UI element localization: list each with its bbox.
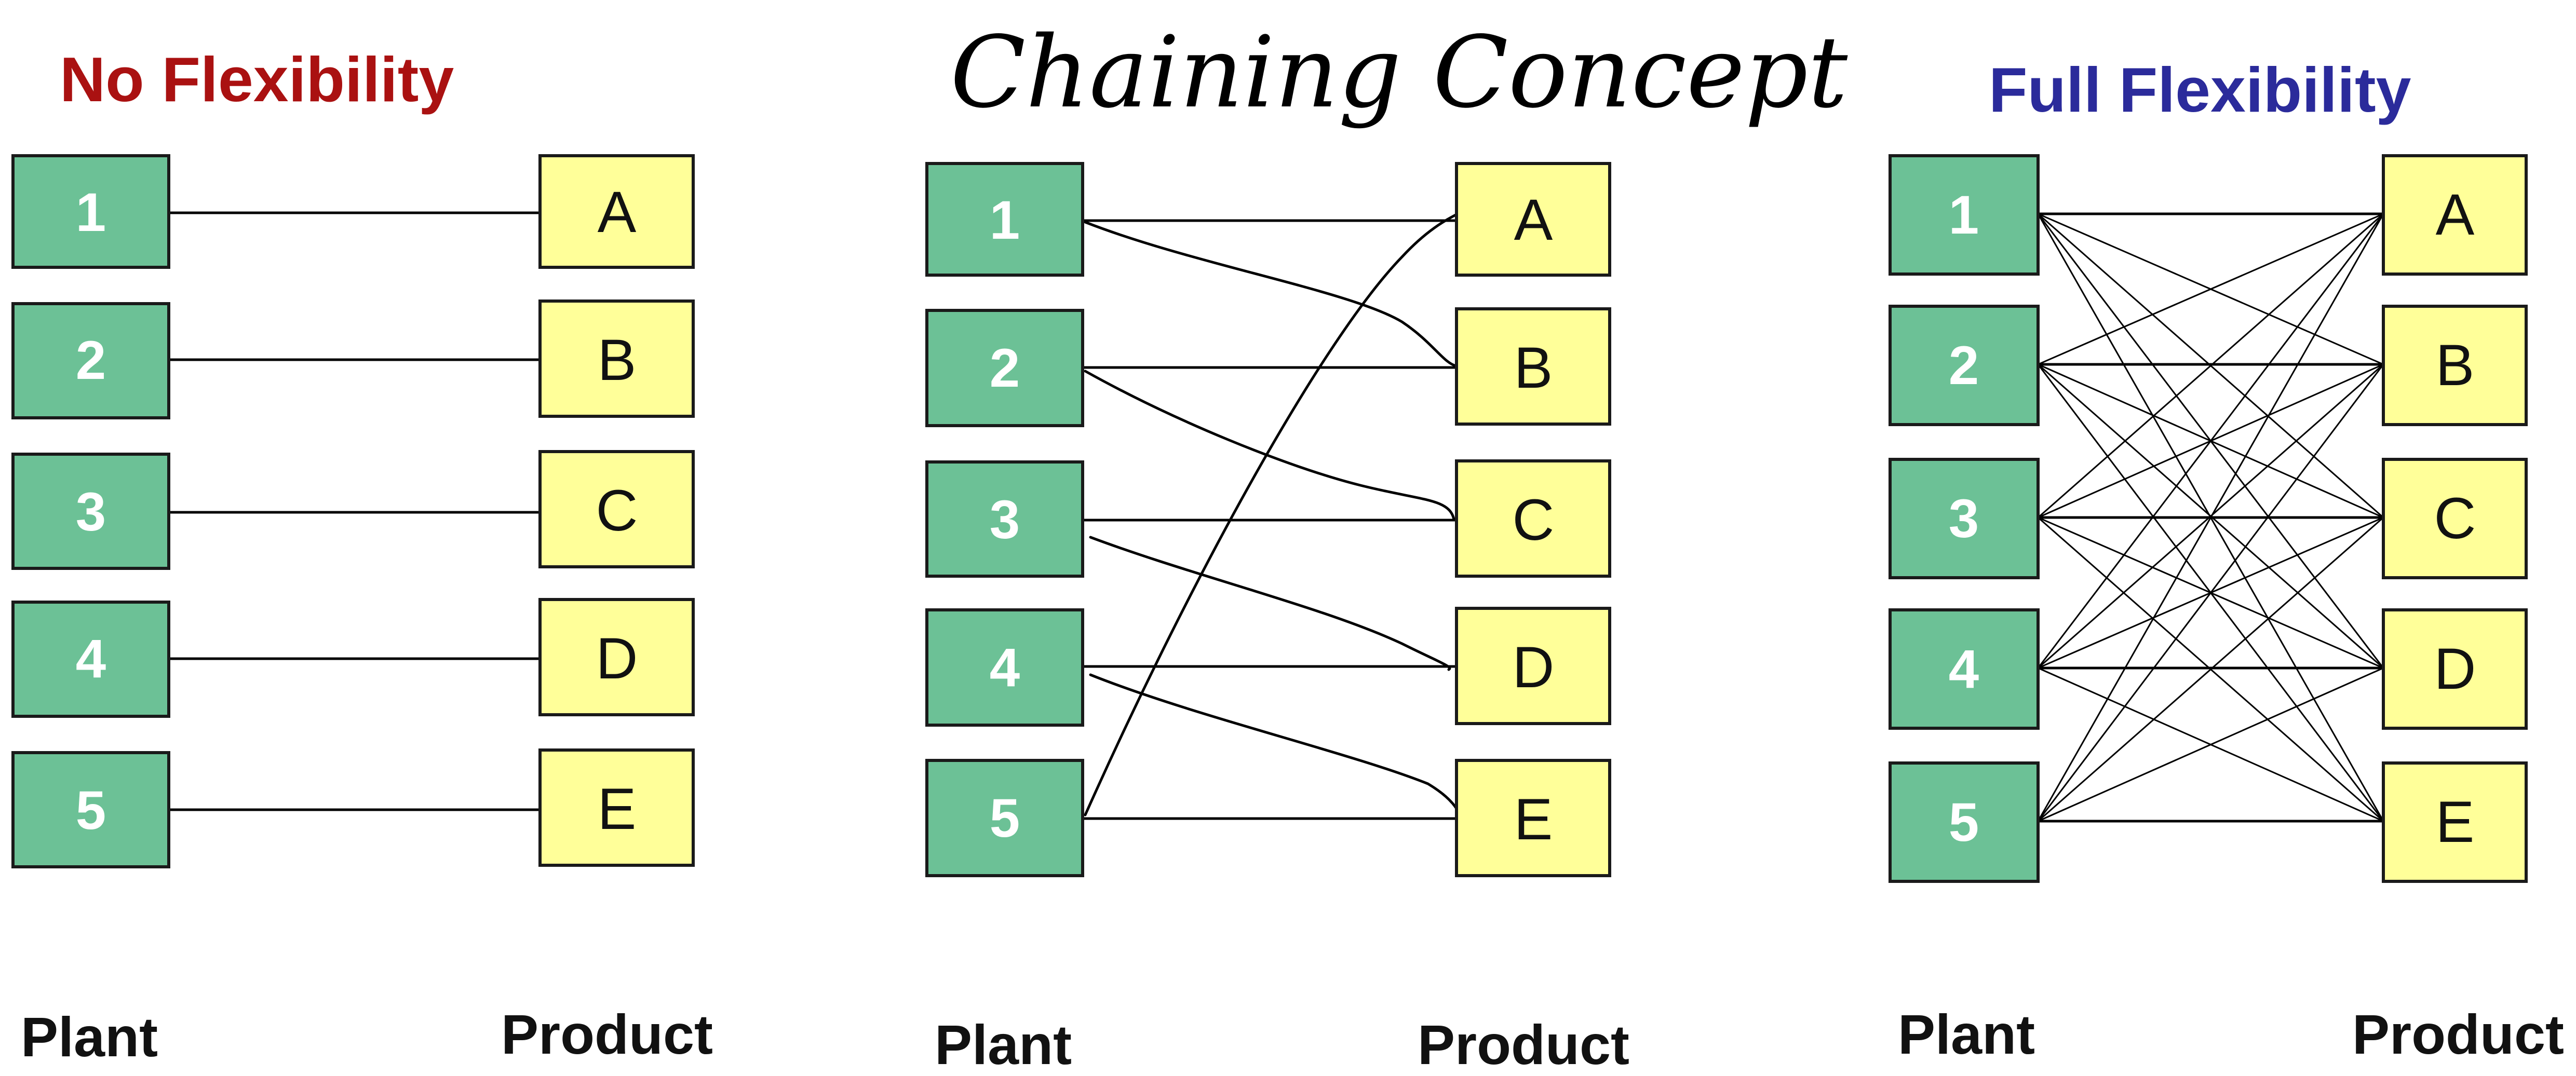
plant-column-label: Plant (1898, 1003, 2035, 1066)
product-E-label: E (2436, 789, 2475, 854)
plant-3-label: 3 (76, 482, 106, 542)
product-C-label: C (596, 478, 638, 543)
link-5-C (2038, 516, 2384, 822)
product-D: D (1455, 607, 1611, 725)
plant-5: 5 (1889, 761, 2040, 883)
panel-title-full-flexibility: Full Flexibility (1989, 55, 2411, 125)
product-A-label: A (1514, 187, 1553, 252)
plant-3: 3 (11, 453, 170, 570)
plant-3: 3 (1889, 458, 2040, 579)
product-B-label: B (1514, 335, 1553, 400)
product-D-label: D (2434, 636, 2476, 701)
panel-title-chaining-concept: Chaining Concept (950, 15, 1848, 130)
product-column-label: Product (501, 1003, 713, 1066)
product-C: C (538, 450, 695, 568)
plant-column-label: Plant (21, 1005, 158, 1068)
plant-5: 5 (11, 751, 170, 868)
plant-5-label: 5 (1949, 792, 1979, 853)
chain-link-5-A (1084, 211, 1461, 816)
product-E-label: E (598, 777, 637, 841)
product-E: E (538, 748, 695, 867)
product-A: A (1455, 162, 1611, 277)
plant-2: 2 (1889, 305, 2040, 426)
plant-1: 1 (1889, 154, 2040, 276)
plant-4-label: 4 (76, 629, 106, 689)
product-D-label: D (1513, 635, 1555, 700)
plant-2-label: 2 (76, 330, 106, 391)
links-chaining-straight (1083, 219, 1456, 820)
plant-2-label: 2 (990, 338, 1020, 399)
link-4-A (2037, 213, 2384, 669)
plant-1-label: 1 (76, 182, 106, 243)
plant-1-label: 1 (1949, 185, 1979, 246)
product-column-label: Product (1418, 1013, 1629, 1076)
chain-link-3-D (1089, 536, 1451, 671)
plant-4: 4 (11, 601, 170, 718)
product-D-label: D (596, 626, 638, 691)
product-C-label: C (1513, 487, 1555, 552)
plant-4: 4 (1889, 608, 2040, 730)
panel-full-flexibility: Full Flexibility 1 2 3 4 5 A B C D E Pla… (1889, 55, 2564, 1066)
product-B: B (2382, 305, 2528, 426)
plant-5-label: 5 (76, 780, 106, 841)
panel-chaining-concept: Chaining Concept 1 2 3 4 5 A B C D E Pla… (925, 15, 1848, 1076)
product-column-label: Product (2352, 1003, 2564, 1066)
links-chaining-handdrawn (1084, 211, 1461, 816)
product-E: E (1455, 759, 1611, 877)
link-5-D (2038, 667, 2384, 822)
links-no-flexibility (169, 211, 540, 811)
product-C: C (2382, 458, 2528, 579)
panel-title-no-flexibility: No Flexibility (60, 44, 454, 115)
links-full-flexibility (2037, 212, 2384, 823)
plant-5-label: 5 (990, 788, 1020, 849)
plant-column-label: Plant (935, 1013, 1072, 1076)
product-B-label: B (598, 328, 637, 392)
plant-5: 5 (925, 759, 1084, 877)
plant-1-label: 1 (990, 190, 1020, 251)
chain-link-1-B (1084, 221, 1458, 367)
product-C: C (1455, 459, 1611, 578)
plant-3: 3 (925, 460, 1084, 578)
product-A-label: A (2436, 182, 2475, 247)
plant-1: 1 (925, 162, 1084, 277)
link-5-B (2037, 364, 2384, 822)
plant-1: 1 (11, 154, 170, 269)
product-A: A (538, 154, 695, 269)
chain-link-4-E (1089, 673, 1461, 816)
plant-4: 4 (925, 608, 1084, 727)
plant-2: 2 (925, 309, 1084, 427)
plant-3-label: 3 (990, 489, 1020, 550)
plant-4-label: 4 (990, 637, 1020, 698)
product-D: D (538, 598, 695, 716)
plant-2: 2 (11, 302, 170, 419)
product-B-label: B (2436, 333, 2475, 398)
product-B: B (1455, 307, 1611, 426)
plant-4-label: 4 (1949, 639, 1979, 700)
product-A-label: A (598, 180, 637, 244)
product-E: E (2382, 761, 2528, 883)
product-B: B (538, 299, 695, 418)
plant-2-label: 2 (1949, 335, 1979, 396)
panel-no-flexibility: No Flexibility 1 2 3 4 5 A B C D E Plant… (11, 44, 713, 1068)
product-C-label: C (2434, 486, 2476, 551)
link-5-A (2037, 213, 2384, 822)
plant-3-label: 3 (1949, 488, 1979, 549)
product-D: D (2382, 608, 2528, 730)
product-A: A (2382, 154, 2528, 276)
link-3-A (2038, 213, 2384, 519)
product-E-label: E (1514, 787, 1553, 852)
link-2-A (2038, 213, 2384, 365)
chain-link-2-C (1084, 370, 1455, 521)
